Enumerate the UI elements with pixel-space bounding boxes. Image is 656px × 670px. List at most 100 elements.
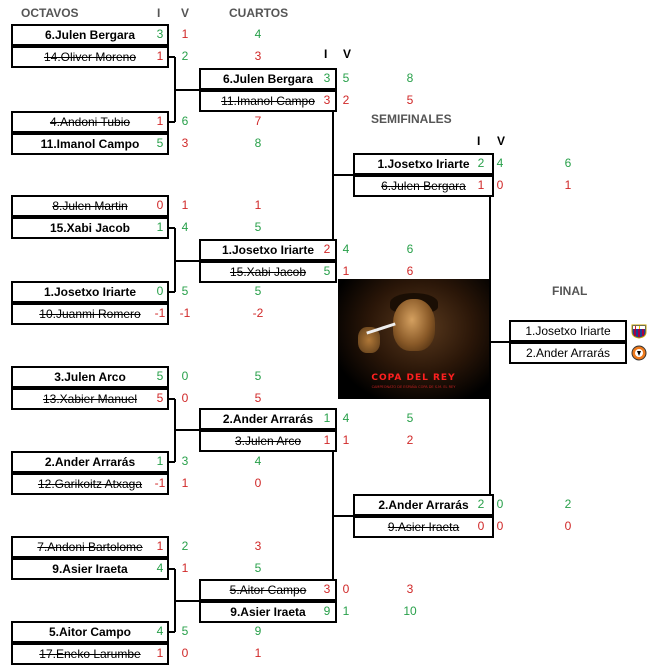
header-cuartos-i: I — [324, 47, 328, 61]
cuartos-player-box: 6.Julen Bergara — [199, 68, 337, 90]
octavos-score-i: 0 — [156, 198, 164, 212]
cuartos-player-box: 1.Josetxo Iriarte — [199, 239, 337, 261]
octavos-score-i: 0 — [156, 284, 164, 298]
fc-barcelona-crest-icon — [631, 323, 647, 339]
octavos-score-total: 5 — [254, 284, 262, 298]
octavos-score-v: 1 — [181, 198, 189, 212]
octavos-score-total: 0 — [254, 476, 262, 490]
cuartos-player-box: 9.Asier Iraeta — [199, 601, 337, 623]
octavos-score-i: 5 — [156, 136, 164, 150]
octavos-score-i: 5 — [156, 369, 164, 383]
octavos-score-total: 5 — [254, 391, 262, 405]
octavos-score-total: -2 — [252, 306, 264, 320]
cuartos-score-i: 3 — [323, 93, 331, 107]
octavos-score-i: -1 — [154, 306, 166, 320]
bracket-connector — [489, 186, 491, 505]
cuartos-score-v: 1 — [342, 433, 350, 447]
cuartos-player-box: 15.Xabi Jacob — [199, 261, 337, 283]
octavos-player-box: 12.Garikoitz Atxaga — [11, 473, 169, 495]
octavos-score-i: 4 — [156, 624, 164, 638]
octavos-score-total: 5 — [254, 369, 262, 383]
octavos-score-v: 5 — [181, 284, 189, 298]
header-semifinales-v: V — [497, 134, 506, 148]
poster-face — [393, 299, 435, 351]
poster-hand — [358, 327, 380, 353]
bracket-connector — [169, 121, 175, 123]
cuartos-score-i: 3 — [323, 71, 331, 85]
semifinales-score-i: 0 — [477, 519, 485, 533]
octavos-score-v: 6 — [181, 114, 189, 128]
octavos-score-i: -1 — [154, 476, 166, 490]
octavos-score-total: 1 — [254, 198, 262, 212]
octavos-player-box: 1.Josetxo Iriarte — [11, 281, 169, 303]
cuartos-score-total: 5 — [406, 93, 414, 107]
semifinales-score-total: 6 — [564, 156, 572, 170]
octavos-score-v: 1 — [181, 476, 189, 490]
octavos-score-v: 3 — [181, 136, 189, 150]
cuartos-score-v: 2 — [342, 93, 350, 107]
octavos-player-box: 3.Julen Arco — [11, 366, 169, 388]
header-octavos-v: V — [181, 6, 190, 20]
octavos-player-box: 17.Eneko Larumbe — [11, 643, 169, 665]
octavos-player-box: 9.Asier Iraeta — [11, 558, 169, 580]
octavos-score-total: 5 — [254, 561, 262, 575]
octavos-score-v: 2 — [181, 49, 189, 63]
semifinales-score-i: 1 — [477, 178, 485, 192]
octavos-score-total: 3 — [254, 49, 262, 63]
semifinales-score-total: 0 — [564, 519, 572, 533]
header-semifinales-i: I — [477, 134, 481, 148]
cuartos-score-total: 8 — [406, 71, 414, 85]
octavos-score-i: 1 — [156, 454, 164, 468]
octavos-player-box: 10.Juanmi Romero — [11, 303, 169, 325]
header-cuartos: CUARTOS — [229, 6, 289, 20]
octavos-score-i: 5 — [156, 391, 164, 405]
semifinales-score-v: 0 — [496, 519, 504, 533]
octavos-score-total: 4 — [254, 27, 262, 41]
header-octavos-i: I — [157, 6, 161, 20]
bracket-connector — [333, 515, 353, 517]
cuartos-score-v: 1 — [342, 264, 350, 278]
semifinales-score-i: 2 — [477, 156, 485, 170]
octavos-score-i: 1 — [156, 49, 164, 63]
octavos-player-box: 7.Andoni Bartolome — [11, 536, 169, 558]
octavos-player-box: 15.Xabi Jacob — [11, 217, 169, 239]
cuartos-score-i: 5 — [323, 264, 331, 278]
octavos-score-v: 4 — [181, 220, 189, 234]
octavos-score-i: 4 — [156, 561, 164, 575]
header-octavos: OCTAVOS — [21, 6, 79, 20]
bracket-connector — [175, 600, 199, 602]
semifinales-score-total: 1 — [564, 178, 572, 192]
octavos-player-box: 13.Xabier Manuel — [11, 388, 169, 410]
poster-title: COPA DEL REY — [371, 373, 456, 383]
octavos-score-v: 1 — [181, 27, 189, 41]
cuartos-score-total: 6 — [406, 264, 414, 278]
cuartos-score-total: 5 — [406, 411, 414, 425]
header-cuartos-v: V — [343, 47, 352, 61]
semifinales-score-v: 4 — [496, 156, 504, 170]
final-player-box: 1.Josetxo Iriarte — [509, 320, 627, 342]
octavos-score-i: 3 — [156, 27, 164, 41]
octavos-score-total: 4 — [254, 454, 262, 468]
bracket-connector — [175, 89, 199, 91]
bracket-connector — [169, 631, 175, 633]
octavos-score-v: 0 — [181, 369, 189, 383]
cuartos-score-v: 4 — [342, 411, 350, 425]
final-player-box: 2.Ander Arrarás — [509, 342, 627, 364]
bracket-connector — [169, 398, 175, 400]
header-semifinales: SEMIFINALES — [371, 112, 452, 126]
bracket-connector — [490, 341, 509, 343]
octavos-score-total: 3 — [254, 539, 262, 553]
valencia-cf-crest-icon — [631, 345, 647, 361]
cuartos-score-v: 4 — [342, 242, 350, 256]
cuartos-player-box: 11.Imanol Campo — [199, 90, 337, 112]
octavos-player-box: 4.Andoni Tubio — [11, 111, 169, 133]
cuartos-score-i: 1 — [323, 411, 331, 425]
octavos-score-total: 7 — [254, 114, 262, 128]
cuartos-score-i: 1 — [323, 433, 331, 447]
octavos-score-total: 9 — [254, 624, 262, 638]
octavos-score-v: 5 — [181, 624, 189, 638]
octavos-score-v: 1 — [181, 561, 189, 575]
semifinales-score-v: 0 — [496, 178, 504, 192]
octavos-score-i: 1 — [156, 646, 164, 660]
